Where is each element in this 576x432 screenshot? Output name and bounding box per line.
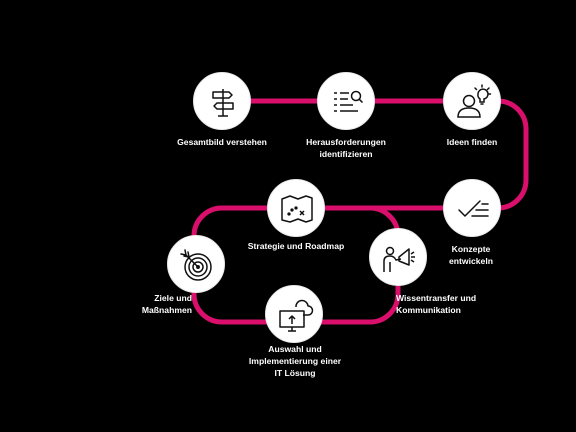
step-8-label: Ziele und Maßnahmen: [141, 293, 192, 315]
step-4-node: [443, 179, 501, 237]
step-7-node: [265, 285, 323, 343]
target-arrow-icon: [180, 249, 212, 281]
check-lines-icon: [458, 200, 489, 217]
signpost-icon: [212, 89, 234, 117]
step-4-label: Konzepte entwickeln: [449, 244, 493, 266]
step-2-node: [317, 72, 375, 130]
step-1-label: Gesamtbild verstehen: [177, 137, 267, 147]
step-8-node: [167, 235, 225, 293]
step-6-label: Wissentransfer und Kommunikation: [396, 293, 477, 315]
list-search-icon: [334, 90, 364, 112]
treasure-map-icon: [281, 195, 313, 223]
step-6-node: [369, 228, 427, 286]
loop-line: [191, 205, 474, 325]
top-row-line: [222, 98, 529, 211]
cloud-upload-monitor-icon: [279, 299, 314, 332]
step-5-node: [267, 179, 325, 237]
step-5-label: Strategie und Roadmap: [247, 241, 345, 251]
step-7-label: Auswahl und Implementierung einer IT Lös…: [248, 344, 342, 378]
person-lightbulb-icon: [457, 84, 492, 118]
step-2-label: Herausforderungen identifizieren: [306, 137, 386, 159]
step-3-node: [443, 72, 501, 130]
step-3-label: Ideen finden: [446, 137, 498, 147]
step-1-node: [193, 72, 251, 130]
person-megaphone-icon: [383, 246, 415, 272]
